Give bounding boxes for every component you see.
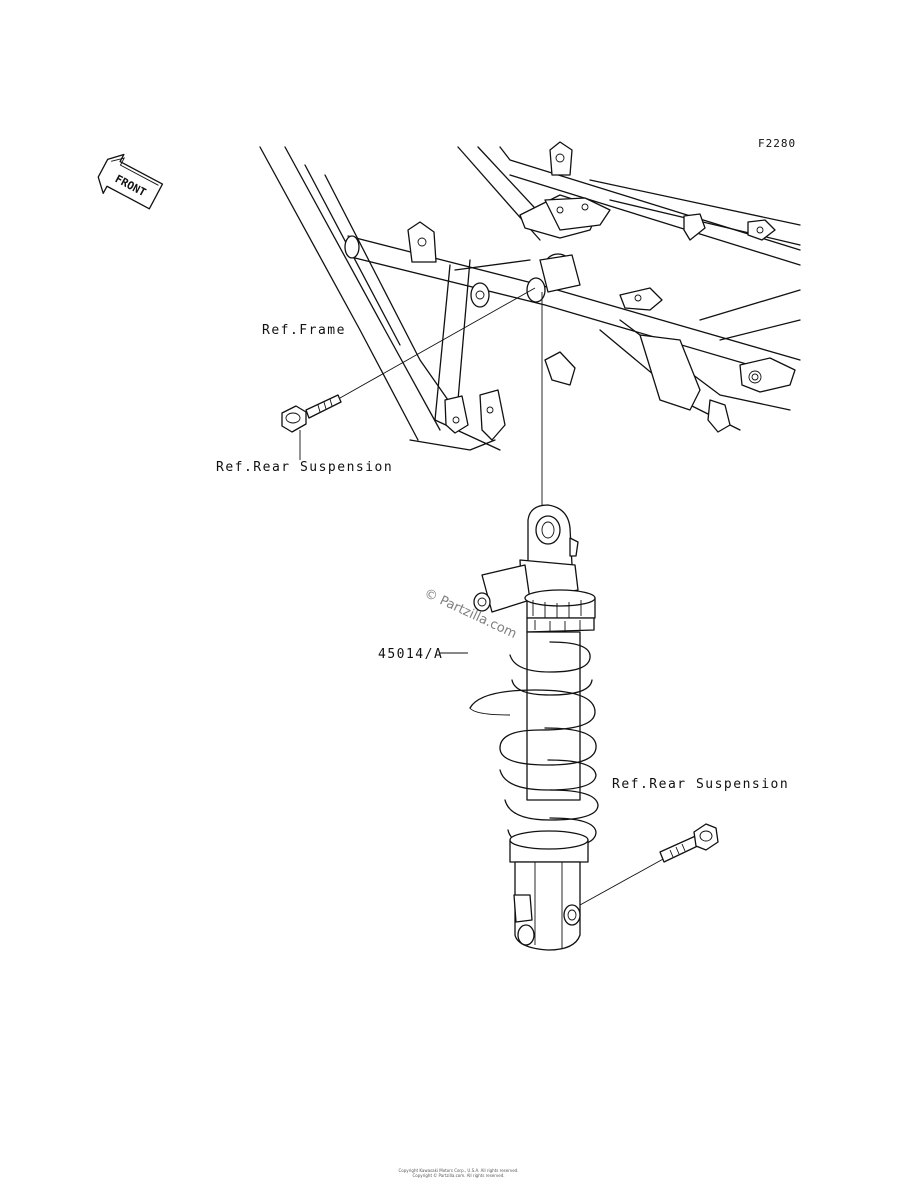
lower-bolt xyxy=(659,823,719,863)
part-number-label[interactable]: 45014/A xyxy=(378,647,444,662)
copyright-notice: Copyright Kawasaki Motors Corp., U.S.A. … xyxy=(0,1168,917,1178)
front-arrow-icon: FRONT xyxy=(97,153,164,210)
copyright-line: Copyright Kawasaki Motors Corp., U.S.A. … xyxy=(398,1168,519,1173)
rear-shock-absorber xyxy=(469,504,599,951)
ref-rear-suspension-top-label[interactable]: Ref.Rear Suspension xyxy=(216,460,394,475)
lower-bolt-leader xyxy=(579,857,666,906)
frame-bolt-leader xyxy=(339,287,536,399)
leader-lines xyxy=(299,287,666,906)
ref-frame-label[interactable]: Ref.Frame xyxy=(262,323,346,338)
upper-bolt xyxy=(281,394,342,433)
frame-drawing xyxy=(259,141,801,451)
ref-rear-suspension-bottom-label[interactable]: Ref.Rear Suspension xyxy=(612,777,790,792)
copyright-line: Copyright © Partzilla.com. All rights re… xyxy=(412,1173,505,1178)
diagram-code: F2280 xyxy=(758,137,797,150)
